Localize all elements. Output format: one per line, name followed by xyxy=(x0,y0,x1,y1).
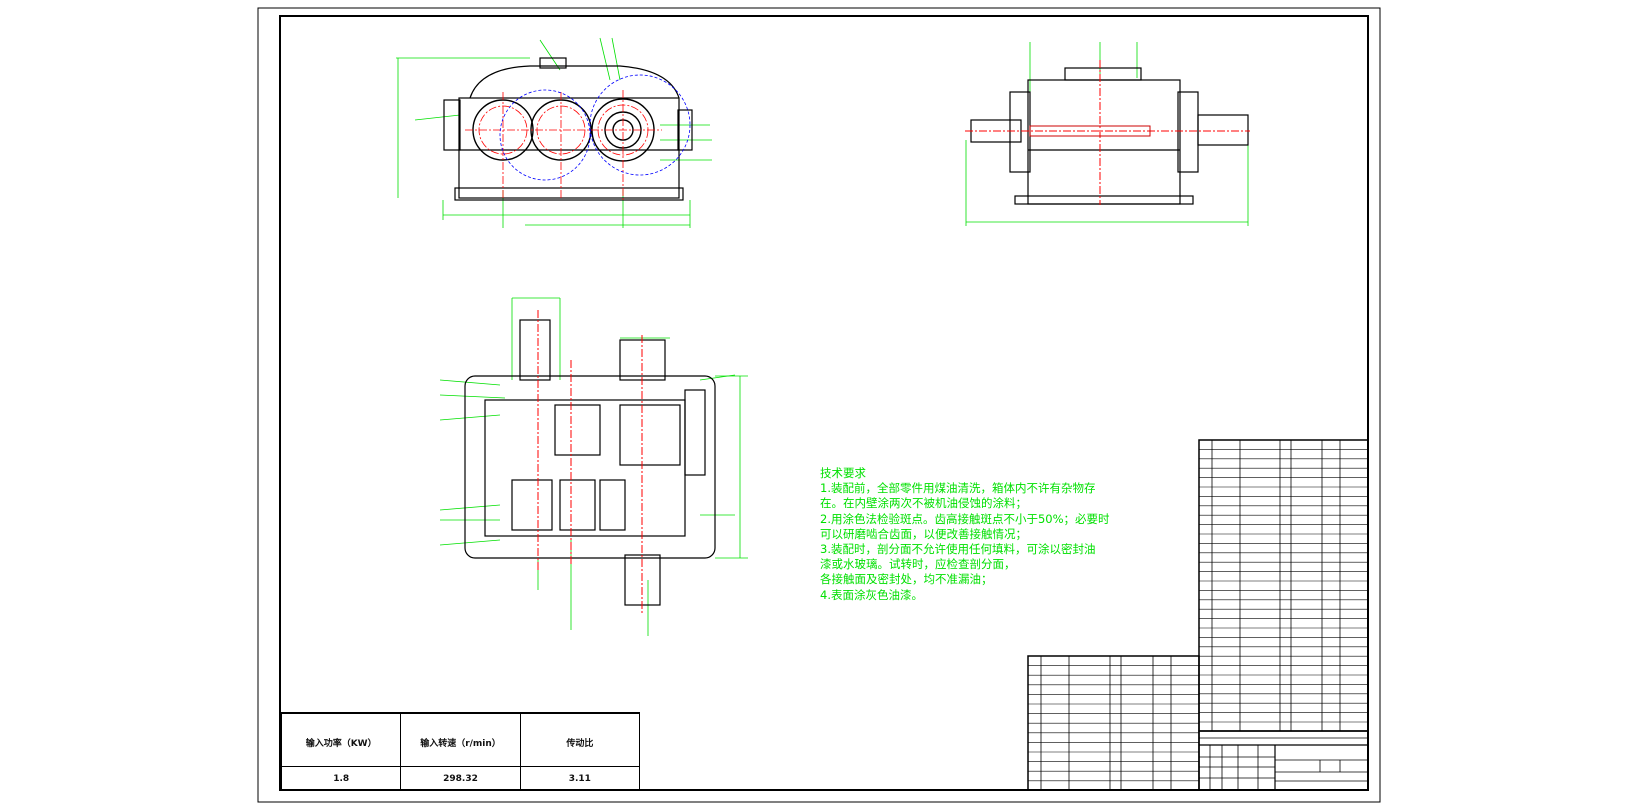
value-input-speed: 298.32 xyxy=(401,766,521,791)
tech-line: 可以研磨啮合齿面，以便改善接触情况； xyxy=(820,526,1027,541)
parameters-value-row: 1.8 298.32 3.11 xyxy=(282,766,640,791)
outer-border xyxy=(257,7,1381,803)
tech-line: 各接触面及密封处，均不准漏油； xyxy=(820,572,993,587)
tech-title: 技术要求 xyxy=(820,466,866,480)
parameters-table: 输入功率（KW） 输入转速（r/min） 传动比 1.8 298.32 3.11 xyxy=(280,712,640,791)
header-input-speed: 输入转速（r/min） xyxy=(401,714,521,766)
tech-line: 2.用涂色法检验斑点。齿高接触斑点不小于50%；必要时 xyxy=(820,511,1110,526)
value-ratio: 3.11 xyxy=(521,766,640,791)
value-input-power: 1.8 xyxy=(282,766,402,791)
tech-line: 漆或水玻璃。试转时，应检查剖分面， xyxy=(820,557,1016,572)
title-block xyxy=(1198,730,1369,791)
tech-line: 1.装配前，全部零件用煤油清洗，箱体内不许有杂物存 xyxy=(820,481,1096,496)
tech-line: 在。在内壁涂两次不被机油侵蚀的涂料； xyxy=(820,496,1027,511)
inner-frame xyxy=(279,15,1369,791)
parts-list xyxy=(1027,439,1369,791)
front-view xyxy=(396,37,712,228)
parameters-header-row: 输入功率（KW） 输入转速（r/min） 传动比 xyxy=(282,714,640,767)
tech-line: 4.表面涂灰色油漆。 xyxy=(820,587,923,602)
header-input-power: 输入功率（KW） xyxy=(282,714,402,766)
side-view xyxy=(965,42,1250,226)
top-view xyxy=(439,297,748,636)
header-ratio: 传动比 xyxy=(521,714,640,766)
tech-line: 3.装配时，剖分面不允许使用任何填料，可涂以密封油 xyxy=(820,542,1096,557)
